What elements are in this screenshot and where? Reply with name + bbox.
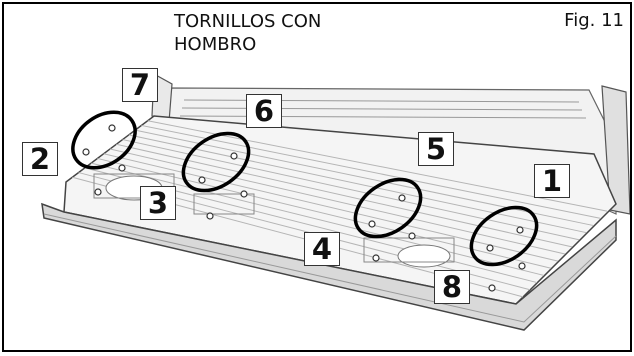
mount-pad-right bbox=[397, 244, 451, 268]
highlight-ellipse-3 bbox=[353, 177, 423, 239]
bed-rib bbox=[116, 143, 573, 248]
bed-lip-shadow bbox=[43, 213, 617, 323]
callout-4: 4 bbox=[304, 232, 340, 266]
figure-frame: /* placeholder */ bbox=[2, 2, 632, 352]
screws bbox=[82, 124, 526, 292]
pad-block-mid bbox=[193, 193, 255, 215]
pad-block-right bbox=[363, 237, 455, 263]
right-post bbox=[601, 85, 630, 215]
figure-title: TORNILLOS CON HOMBRO bbox=[174, 11, 322, 55]
bed-rib bbox=[135, 129, 594, 226]
highlight-ellipses bbox=[71, 110, 539, 267]
highlight-ellipse-2 bbox=[181, 131, 251, 193]
bed-lip bbox=[41, 202, 617, 331]
bed-rib bbox=[147, 120, 608, 212]
callout-1: 1 bbox=[534, 164, 570, 198]
callout-6: 6 bbox=[246, 94, 282, 128]
figure-label: Fig. 11 bbox=[564, 10, 624, 31]
tailgate-illustration: /* placeholder */ bbox=[41, 73, 630, 331]
callout-3: 3 bbox=[140, 186, 176, 220]
callout-8: 8 bbox=[434, 270, 470, 304]
callout-7: 7 bbox=[122, 68, 158, 102]
bed-rib bbox=[91, 162, 545, 276]
callout-5: 5 bbox=[418, 132, 454, 166]
bed-rib bbox=[128, 134, 587, 234]
highlight-ellipse-1 bbox=[71, 110, 137, 170]
highlight-ellipse-4 bbox=[469, 205, 539, 267]
bed-rib bbox=[103, 153, 559, 262]
bed-rib bbox=[141, 124, 601, 219]
bed-rib bbox=[97, 157, 552, 269]
callout-2: 2 bbox=[22, 142, 58, 176]
bed-rib bbox=[122, 139, 580, 241]
